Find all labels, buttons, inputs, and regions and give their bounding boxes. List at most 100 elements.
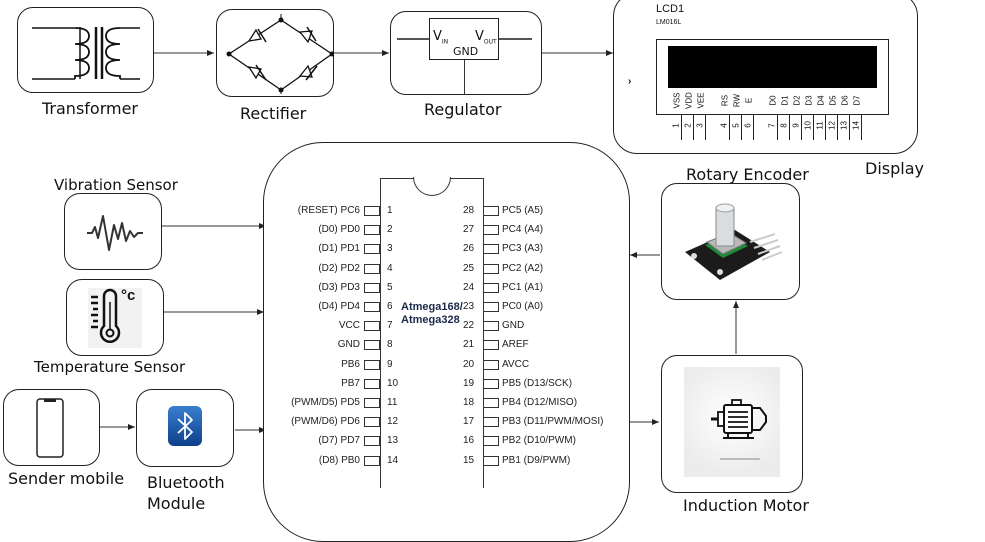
mcu-right-pin — [483, 282, 499, 293]
mcu-left-pin-name: (D8) PB0 — [318, 454, 360, 466]
lcd-pin-name: D2 — [792, 95, 802, 106]
vout-text: V — [475, 29, 484, 44]
regulator-chip — [429, 18, 499, 60]
mcu-left-pin-number: 2 — [387, 224, 393, 236]
lcd-pin-name: D4 — [816, 95, 826, 106]
mcu-left-pin-number: 9 — [387, 358, 393, 370]
lcd-pin-name: D0 — [768, 95, 778, 106]
regulator-label: Regulator — [424, 100, 502, 119]
vibration-wave-icon — [87, 215, 143, 251]
mcu-right-pin — [483, 225, 499, 236]
mcu-left-pin — [364, 417, 380, 428]
mcu-right-pin-number: 17 — [463, 416, 475, 428]
mcu-right-pin-name: PC1 (A1) — [502, 281, 544, 293]
transformer-label: Transformer — [42, 99, 139, 118]
regulator-gnd-label: GND — [453, 45, 479, 58]
mcu-right-pin — [483, 321, 499, 332]
lcd-pin-name: D7 — [852, 95, 862, 106]
mcu-right-pin-name: GND — [502, 320, 525, 332]
mcu-left-pin-name: (D3) PD3 — [318, 281, 360, 293]
sender-mobile-label: Sender mobile — [8, 469, 125, 488]
mcu-right-pin-number: 24 — [463, 281, 475, 293]
mcu-left-pin — [364, 455, 380, 466]
mcu-left-pin-number: 1 — [387, 205, 393, 216]
lcd-pin-name: RW — [732, 93, 742, 108]
regulator-vin-label: VIN — [433, 29, 448, 46]
lcd-pin-line — [837, 115, 838, 140]
mcu-left-pin-name: (D0) PD0 — [318, 224, 360, 236]
mcu-right-pin-number: 20 — [463, 358, 475, 370]
mcu-right-pin — [483, 302, 499, 312]
mcu-left-pin-name: VCC — [338, 320, 360, 332]
mcu-right-pin-number: 23 — [463, 301, 475, 312]
lcd-pin-line — [777, 115, 778, 140]
mcu-right-pin-name: AREF — [502, 339, 529, 351]
regulator-gnd-wire — [464, 60, 465, 95]
regulator-wire-out — [499, 38, 532, 40]
lcd-pin-number: 6 — [743, 123, 753, 128]
lcd-pin-number: 5 — [731, 123, 741, 128]
mcu-right-pin — [483, 263, 499, 274]
mcu-left-pin-name: (PWM/D5) PD5 — [291, 397, 360, 408]
lcd-title: LCD1 — [656, 3, 685, 15]
mcu-right-pin-number: 25 — [463, 262, 475, 274]
lcd-pin-number: 14 — [851, 121, 861, 130]
lcd-pin-markers: › — [628, 76, 632, 87]
mcu-left-pin-name: (D4) PD4 — [318, 301, 360, 312]
temperature-sensor-label: Temperature Sensor — [34, 358, 186, 376]
lcd-pin-name: RS — [720, 94, 730, 107]
mcu-left-pin — [364, 206, 380, 216]
lcd-pin-number: 9 — [791, 123, 801, 128]
mcu-right-pin — [483, 455, 499, 466]
mcu-left-pin — [364, 263, 380, 274]
lcd-pin-number: 4 — [719, 123, 729, 128]
lcd-pin-number: 12 — [827, 121, 837, 130]
mcu-right-pin-name: PB4 (D12/MISO) — [502, 397, 578, 408]
mcu-left-pin-name: (D7) PD7 — [318, 435, 360, 447]
bluetooth-icon — [168, 406, 202, 446]
mcu-left-pin — [364, 378, 380, 389]
lcd-pin-number: 13 — [839, 121, 849, 130]
mcu-right-pin-name: PB1 (D9/PWM) — [502, 454, 571, 466]
mcu-left-pin — [364, 244, 380, 255]
regulator-wire-in — [397, 38, 430, 40]
mcu-left-pin-name: (PWM/D6) PD6 — [291, 416, 360, 428]
mcu-left-pin — [364, 225, 380, 236]
lcd-pin-line — [681, 115, 682, 140]
mcu-left-pin-name: (RESET) PC6 — [297, 205, 360, 216]
lcd-model: LM016L — [656, 19, 682, 26]
mcu-left-pin-name: GND — [337, 339, 360, 351]
mcu-right-pin-number: 27 — [463, 224, 475, 236]
lcd-pin-number: 7 — [767, 123, 777, 128]
lcd-pin-number: 1 — [671, 123, 681, 128]
mcu-right-pin-name: PC3 (A3) — [502, 243, 544, 255]
mcu-right-pin-number: 28 — [463, 205, 475, 216]
lcd-pin-line — [705, 115, 706, 140]
lcd-pin-name: D5 — [828, 95, 838, 106]
lcd-pin-line — [825, 115, 826, 140]
smartphone-icon — [36, 398, 64, 458]
mcu-left-pin-number: 8 — [387, 339, 393, 351]
mcu-right-pin-name: PC5 (A5) — [502, 205, 544, 216]
mcu-right-pin — [483, 417, 499, 428]
mcu-right-pin-name: PB5 (D13/SCK) — [502, 377, 573, 389]
lcd-pin-line — [729, 115, 730, 140]
mcu-right-pin-number: 21 — [463, 339, 475, 351]
mcu-left-pin-number: 10 — [387, 377, 399, 389]
lcd-pin-line — [693, 115, 694, 140]
transformer-icon — [32, 27, 140, 80]
bluetooth-label-line1: Bluetooth — [147, 473, 225, 492]
mcu-left-pin — [364, 321, 380, 332]
mcu-right-pin-number: 26 — [463, 243, 475, 255]
mcu-right-pin — [483, 206, 499, 216]
rotary-encoder-label: Rotary Encoder — [686, 165, 809, 184]
mcu-right-pin-name: PB2 (D10/PWM) — [502, 435, 576, 447]
display-label: Display — [865, 159, 924, 178]
mcu-left-pin-number: 11 — [387, 397, 398, 408]
lcd-pin-line — [813, 115, 814, 140]
mcu-right-pin — [483, 359, 499, 370]
lcd-screen — [668, 46, 877, 88]
lcd-pin-number: 11 — [815, 121, 825, 130]
mcu-right-pin-number: 16 — [463, 435, 475, 447]
mcu-left-pin — [364, 398, 380, 408]
